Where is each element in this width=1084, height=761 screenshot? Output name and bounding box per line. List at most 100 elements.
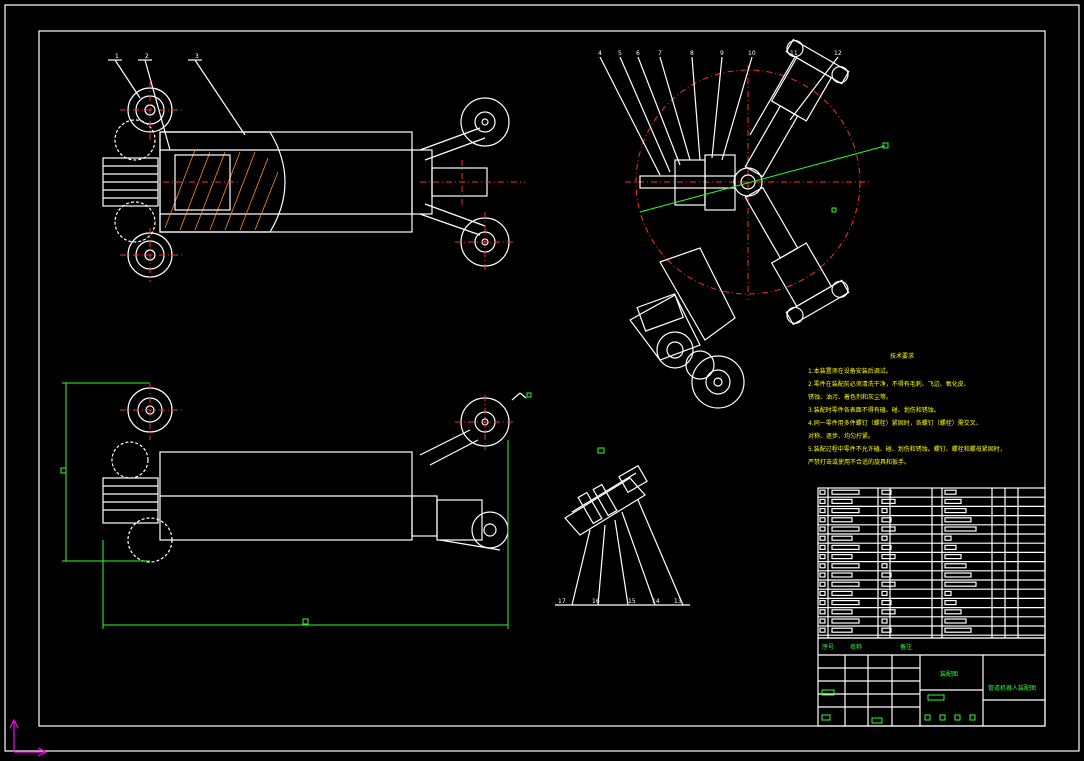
parts-row-qty-cell xyxy=(881,544,892,551)
parts-row-material-cell xyxy=(944,627,972,633)
note-7: 5.装配过程中零件不允许磕、碰、划伤和锈蚀。螺钉、螺栓和螺母紧固时， xyxy=(808,445,1006,453)
top-view: 1 2 3 xyxy=(102,53,525,282)
parts-row-qty-cell xyxy=(881,627,892,633)
parts-row-name-cell xyxy=(831,508,860,514)
parts-row-name-cell xyxy=(831,563,860,569)
note-6: 对称、逐步、均匀拧紧。 xyxy=(808,432,874,440)
parts-row-index-cell xyxy=(819,498,826,504)
note-5: 4.同一零件用多件螺钉（螺栓）紧固时，各螺钉（螺栓）需交叉、 xyxy=(808,419,982,427)
parts-row-qty-cell xyxy=(881,489,892,495)
parts-row-name-cell xyxy=(831,526,860,532)
parts-row-material-cell xyxy=(944,599,957,606)
parts-row-qty-cell xyxy=(881,599,892,606)
part-label-13: 13 xyxy=(674,598,682,605)
parts-row-name-cell xyxy=(831,609,853,615)
note-4: 3.装配时零件各表面不得有磕、碰、划伤和锈蚀。 xyxy=(808,406,940,414)
parts-list xyxy=(817,487,1046,639)
part-label-7: 7 xyxy=(658,50,662,57)
parts-row-index-cell xyxy=(819,590,826,597)
part-label-14: 14 xyxy=(652,598,660,605)
parts-row-index-cell xyxy=(819,572,826,578)
parts-row-qty-cell xyxy=(881,618,888,624)
inner-border xyxy=(38,30,1046,727)
part-label-5: 5 xyxy=(618,50,622,57)
parts-row-index-cell xyxy=(819,544,826,551)
parts-row-material-cell xyxy=(944,526,977,532)
parts-row-index-cell xyxy=(819,526,826,532)
outer-border xyxy=(4,4,1080,752)
note-1: 1.本装置须在设备安装后调试。 xyxy=(808,367,892,375)
part-label-2: 2 xyxy=(145,53,149,60)
part-label-10: 10 xyxy=(748,50,756,57)
drawing-name: 装配图 xyxy=(940,670,958,678)
parts-row-qty-cell xyxy=(881,590,888,597)
technical-notes: 技术要求 1.本装置须在设备安装后调试。 2.零件在装配前必须清洗干净，不得有毛… xyxy=(808,352,1006,466)
parts-row-material-cell xyxy=(944,535,952,541)
parts-row-qty-cell xyxy=(881,609,896,615)
parts-row-material-cell xyxy=(944,553,962,560)
parts-row-name-cell xyxy=(831,544,860,551)
parts-row-material-cell xyxy=(944,498,962,504)
part-label-12: 12 xyxy=(834,50,842,57)
note-2: 2.零件在装配前必须清洗干净，不得有毛刺、飞边、氧化皮、 xyxy=(808,380,970,388)
parts-row-index-cell xyxy=(819,508,826,514)
note-8: 严禁打击或使用不合适的旋具和扳手。 xyxy=(808,458,910,466)
parts-row-material-cell xyxy=(944,609,962,615)
parts-row-qty-cell xyxy=(881,572,892,578)
part-label-4: 4 xyxy=(598,50,602,57)
part-label-15: 15 xyxy=(628,598,636,605)
part-label-9: 9 xyxy=(720,50,724,57)
parts-row-name-cell xyxy=(831,627,853,633)
parts-row-qty-cell xyxy=(881,535,888,541)
parts-row-material-cell xyxy=(944,508,967,514)
header-cell-name: 名称 xyxy=(850,643,862,651)
parts-row-material-cell xyxy=(944,544,957,551)
parts-row-material-cell xyxy=(944,517,972,523)
parts-row-qty-cell xyxy=(881,581,896,587)
part-label-6: 6 xyxy=(636,50,640,57)
parts-row-material-cell xyxy=(944,572,972,578)
parts-row-index-cell xyxy=(819,627,826,633)
parts-row-name-cell xyxy=(831,590,853,597)
header-cell-remark: 备注 xyxy=(900,643,912,651)
part-label-11: 11 xyxy=(790,50,798,57)
parts-row-name-cell xyxy=(831,535,853,541)
parts-row-name-cell xyxy=(831,581,860,587)
parts-row-index-cell xyxy=(819,535,826,541)
parts-row-qty-cell xyxy=(881,508,888,514)
parts-row-qty-cell xyxy=(881,517,892,523)
parts-row-name-cell xyxy=(831,517,853,523)
parts-row-name-cell xyxy=(831,498,853,504)
parts-row-index-cell xyxy=(819,489,826,495)
part-label-8: 8 xyxy=(690,50,694,57)
parts-row-index-cell xyxy=(819,563,826,569)
title-block: 序号 名称 备注 装配图 管道机器人装配图 xyxy=(817,637,1046,727)
parts-row-name-cell xyxy=(831,489,860,495)
part-label-1: 1 xyxy=(115,53,119,60)
parts-row-index-cell xyxy=(819,581,826,587)
drawing-title: 管道机器人装配图 xyxy=(988,684,1036,692)
parts-row-material-cell xyxy=(944,581,977,587)
parts-row-index-cell xyxy=(819,599,826,606)
part-label-3: 3 xyxy=(195,53,199,60)
parts-row-qty-cell xyxy=(881,498,896,504)
header-cell-number: 序号 xyxy=(822,643,834,651)
parts-row-material-cell xyxy=(944,489,957,495)
ucs-axis-icon xyxy=(9,718,48,757)
side-view: 4 5 6 7 8 9 10 11 12 xyxy=(598,38,889,326)
parts-row-qty-cell xyxy=(881,563,888,569)
parts-row-material-cell xyxy=(944,563,967,569)
part-label-16: 16 xyxy=(592,598,600,605)
shaft-detail-view: 17 16 15 14 13 xyxy=(555,447,690,606)
parts-row-index-cell xyxy=(819,609,826,615)
parts-row-index-cell xyxy=(819,553,826,560)
front-view xyxy=(60,382,532,629)
parts-row-index-cell xyxy=(819,618,826,624)
parts-row-name-cell xyxy=(831,553,853,560)
part-label-17: 17 xyxy=(558,598,566,605)
note-3: 锈蚀、油污、着色剂和灰尘等。 xyxy=(808,393,892,401)
parts-row-qty-cell xyxy=(881,553,896,560)
parts-row-material-cell xyxy=(944,590,952,597)
parts-row-material-cell xyxy=(944,618,967,624)
